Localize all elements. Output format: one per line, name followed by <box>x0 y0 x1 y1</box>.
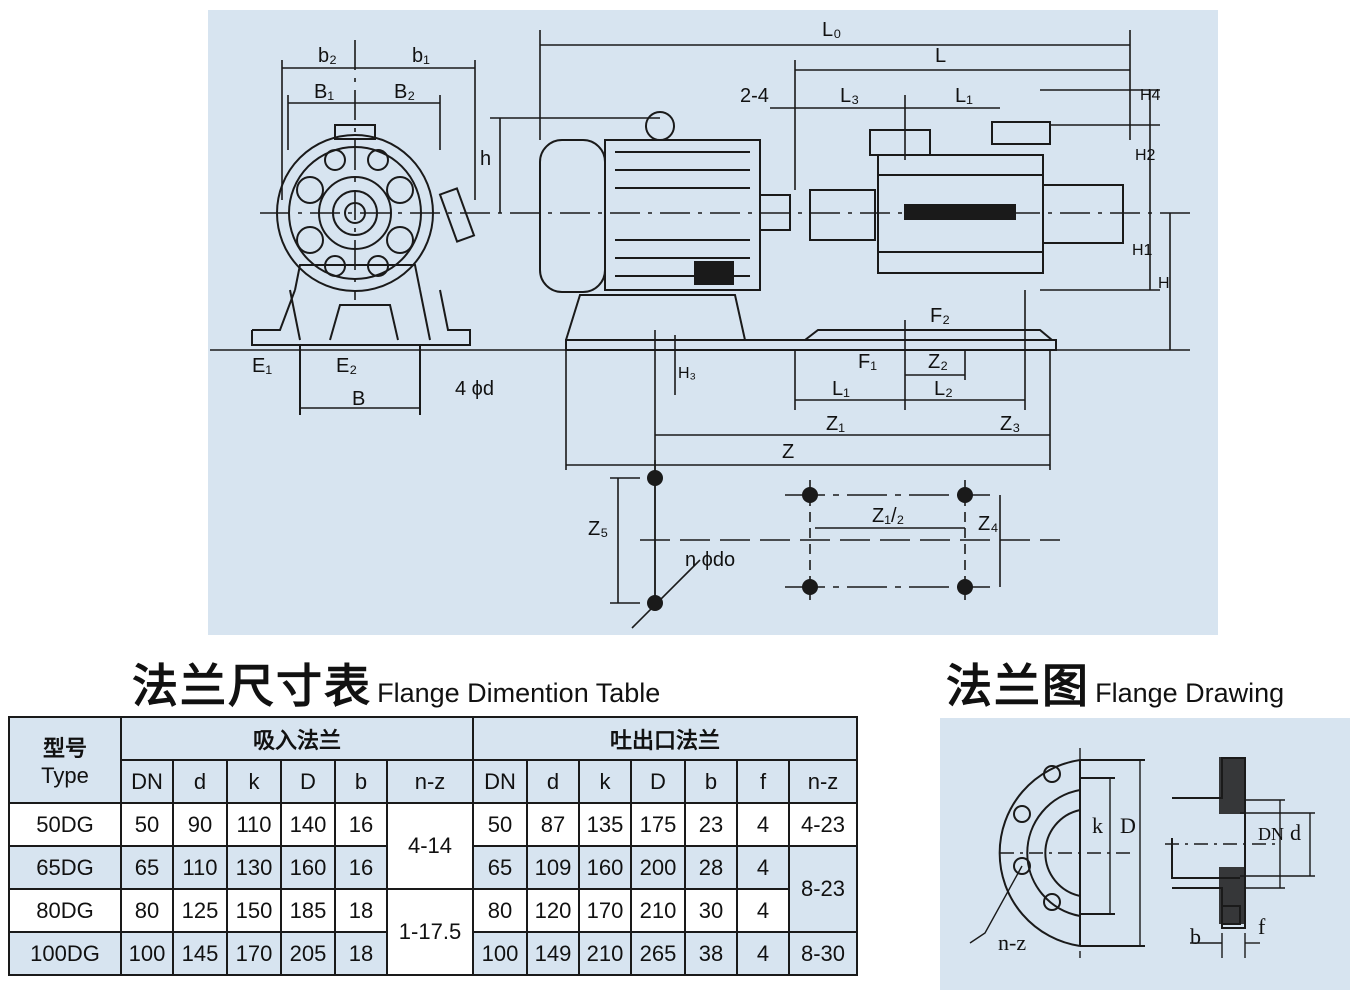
table-row: 100DG 100 145 170 205 18 100 149 210 265… <box>8 931 858 976</box>
dim-label-Z1: Z₁ <box>826 413 845 435</box>
col-header: k <box>578 759 632 804</box>
discharge-nz-cell: 8-23 <box>788 845 858 933</box>
col-header: DN <box>472 759 528 804</box>
dim-label-B: B <box>352 388 365 410</box>
motor-side-view <box>539 111 1057 351</box>
drawing-title: 法兰图 Flange Drawing <box>946 650 1284 716</box>
column-header-row: DN d k D b n-z DN d k D b f n-z <box>9 759 858 804</box>
type-cell: 65DG <box>8 845 122 890</box>
flange-label-D: D <box>1120 813 1136 838</box>
dim-label-n-phi-do: n ϕdo <box>685 549 735 571</box>
dim-label-H1: H1 <box>1132 242 1153 259</box>
flange-label-f: f <box>1258 914 1266 939</box>
col-header: b <box>334 759 388 804</box>
col-header: k <box>226 759 282 804</box>
dim-label-F1: F₁ <box>858 351 877 373</box>
table-row: 50DG 50 90 110 140 16 4-14 50 87 135 175… <box>8 802 858 890</box>
col-header: f <box>736 759 790 804</box>
pump-end-view <box>251 124 476 415</box>
flange-label-nz: n-z <box>998 930 1026 955</box>
dim-label-E2: E₂ <box>336 355 357 377</box>
dim-label-L2: L₂ <box>934 378 953 400</box>
assembly-drawing-panel <box>208 10 1218 635</box>
drawing-title-cn: 法兰图 <box>946 659 1090 713</box>
type-header: 型号 Type <box>8 716 122 804</box>
dim-label-2-4: 2-4 <box>740 85 769 107</box>
table-title: 法兰尺寸表 Flange Dimention Table <box>132 650 660 716</box>
flange-drawing-panel: k D DN d b f n-z <box>940 718 1350 990</box>
col-header: D <box>630 759 686 804</box>
dim-label-Z12: Z₁/₂ <box>872 505 904 527</box>
table-title-cn: 法兰尺寸表 <box>132 659 372 713</box>
flange-label-k: k <box>1092 813 1103 838</box>
col-header: d <box>172 759 228 804</box>
assembly-drawing: L₀ L b₂ b₁ B₁ B₂ h 2-4 L₃ L₁ H4 H2 H1 H … <box>210 19 1190 629</box>
col-header: n-z <box>788 759 858 804</box>
col-header: d <box>526 759 580 804</box>
suction-nz-cell: 4-14 <box>386 802 474 890</box>
dim-label-4-phi-d: 4 ϕd <box>455 378 494 400</box>
type-cell: 80DG <box>8 888 122 933</box>
dim-label-B2: B₂ <box>394 81 415 103</box>
dim-label-B1: B₁ <box>314 81 334 103</box>
col-header: n-z <box>386 759 474 804</box>
dim-label-H3: H₃ <box>678 365 696 382</box>
dim-label-H: H <box>1158 275 1170 292</box>
dim-label-Z4: Z₄ <box>978 513 998 535</box>
dim-label-L: L <box>935 45 946 67</box>
suction-flange-header: 吸入法兰 <box>120 716 474 761</box>
col-header: D <box>280 759 336 804</box>
dim-label-b1: b₁ <box>412 45 430 67</box>
table-row: 80DG 80 125 150 185 18 1-17.5 80 120 170… <box>8 888 857 976</box>
col-header: DN <box>120 759 174 804</box>
dim-label-E1: E₁ <box>252 355 272 377</box>
dim-label-b2: b₂ <box>318 45 337 67</box>
col-header: b <box>684 759 738 804</box>
flange-label-DN: DN <box>1258 824 1284 844</box>
dim-label-L3: L₃ <box>840 85 859 107</box>
dim-label-Z: Z <box>782 441 794 463</box>
flange-label-b: b <box>1190 924 1201 949</box>
dim-label-L1-top: L₁ <box>955 85 973 107</box>
dim-label-F2: F₂ <box>930 305 950 327</box>
flange-dimension-table: 型号 Type 吸入法兰 吐出口法兰 DN d k D b n-z DN d k… <box>8 716 858 976</box>
flange-label-d: d <box>1290 820 1301 845</box>
dim-label-L0: L₀ <box>822 19 841 41</box>
dim-label-Z3: Z₃ <box>1000 413 1020 435</box>
suction-nz-cell: 1-17.5 <box>386 888 474 976</box>
type-cell: 100DG <box>8 931 122 976</box>
discharge-nz-cell: 4-23 <box>788 802 858 847</box>
pump-side-view <box>804 121 1124 341</box>
flange-drawing: k D DN d b f n-z <box>969 748 1315 958</box>
dim-label-h: h <box>480 148 491 170</box>
drawing-title-en: Flange Drawing <box>1095 678 1285 708</box>
table-title-en: Flange Dimention Table <box>377 678 661 708</box>
dim-label-Z2: Z₂ <box>928 351 948 373</box>
dim-label-L1-bottom: L₁ <box>832 378 850 400</box>
dim-label-Z5: Z₅ <box>588 518 608 540</box>
dim-label-H2: H2 <box>1135 147 1156 164</box>
discharge-nz-cell: 8-30 <box>788 931 858 976</box>
table-row: 65DG 65 110 130 160 16 65 109 160 200 28… <box>8 845 858 933</box>
dim-label-H4: H4 <box>1140 87 1161 104</box>
discharge-flange-header: 吐出口法兰 <box>472 716 858 761</box>
type-cell: 50DG <box>8 802 122 847</box>
